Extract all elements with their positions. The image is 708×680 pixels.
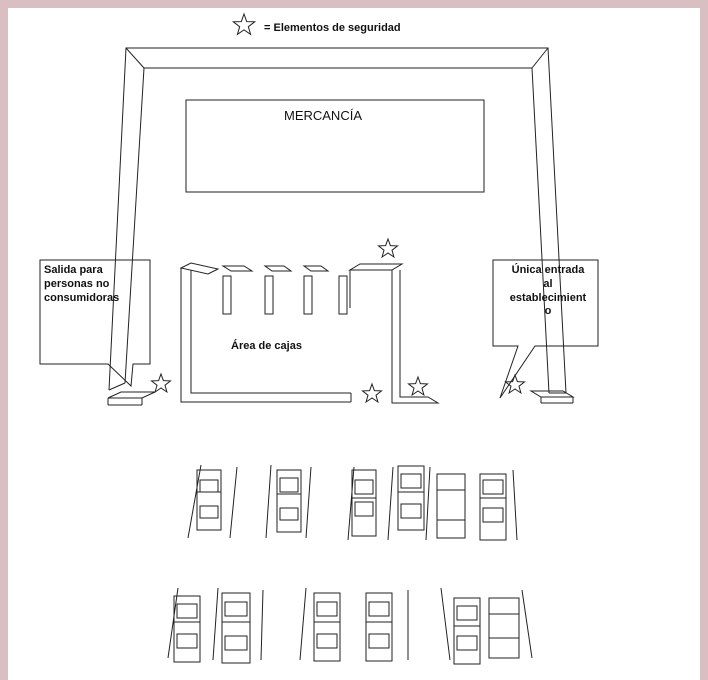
parking-row-1 <box>187 464 518 541</box>
entry-door <box>529 390 575 404</box>
security-stars <box>150 237 526 404</box>
entry-callout-text: Única entrada al establecimient o <box>509 264 587 318</box>
exit-door <box>107 391 156 406</box>
star-icon <box>377 237 399 259</box>
legend-label: = Elementos de seguridad <box>264 22 401 34</box>
car-icon <box>221 592 251 664</box>
checkout-lanes <box>221 265 348 315</box>
car-icon <box>453 597 481 665</box>
building-wall <box>108 47 567 394</box>
star-icon <box>407 375 429 397</box>
car-icon <box>196 469 222 531</box>
exit-callout-text: Salida para personas no consumidoras <box>44 264 120 304</box>
merchandise-area <box>185 99 485 193</box>
car-icon <box>365 592 393 662</box>
store-floor-plan: = Elementos de seguridad MERCANCÍA Área … <box>8 8 700 680</box>
star-icon <box>150 372 172 394</box>
car-icon <box>488 597 520 659</box>
exit-callout-box <box>39 259 151 388</box>
cash-area-label: Área de cajas <box>231 340 302 352</box>
car-icon <box>173 595 201 663</box>
car-icon <box>276 469 302 533</box>
star-icon <box>361 382 383 404</box>
checkout-enclosure <box>179 262 440 404</box>
star-icon <box>504 373 526 395</box>
car-icon <box>479 473 507 541</box>
car-icon <box>436 473 466 539</box>
car-icon <box>397 465 425 531</box>
car-icon <box>313 592 341 662</box>
merchandise-label: MERCANCÍA <box>283 108 362 123</box>
car-icon <box>351 469 377 537</box>
floor-plan-drawing <box>39 12 599 665</box>
parking-row-2 <box>167 587 533 665</box>
entry-callout-box <box>492 259 599 399</box>
legend-star-icon <box>231 12 257 36</box>
